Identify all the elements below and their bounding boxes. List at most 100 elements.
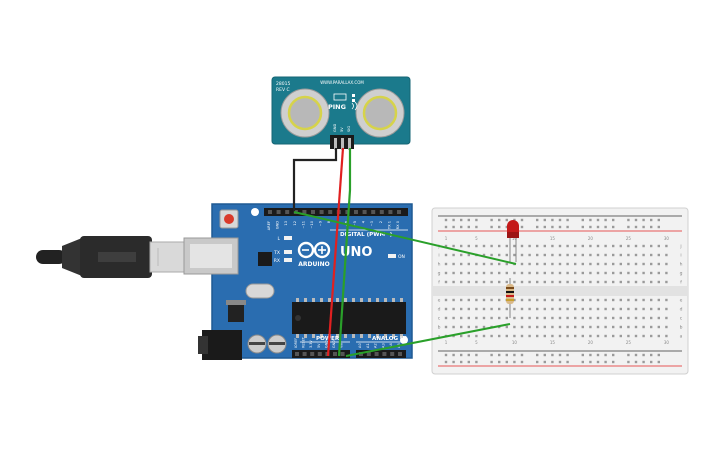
breadboard-hole[interactable]	[634, 280, 638, 284]
breadboard-hole[interactable]	[581, 325, 584, 329]
breadboard-hole[interactable]	[558, 360, 562, 364]
breadboard-hole[interactable]	[498, 334, 501, 338]
breadboard-hole[interactable]	[642, 316, 645, 320]
breadboard-hole[interactable]	[650, 307, 653, 311]
breadboard-hole[interactable]	[612, 307, 615, 311]
breadboard-hole[interactable]	[460, 298, 463, 302]
breadboard-hole[interactable]	[490, 244, 493, 248]
breadboard-hole[interactable]	[589, 316, 592, 320]
breadboard-hole[interactable]	[490, 298, 493, 302]
breadboard-hole[interactable]	[596, 316, 600, 320]
breadboard-hole[interactable]	[619, 253, 622, 257]
breadboard-hole[interactable]	[657, 280, 660, 284]
breadboard-hole[interactable]	[657, 262, 660, 266]
breadboard-hole[interactable]	[604, 325, 607, 329]
breadboard-hole[interactable]	[475, 307, 478, 311]
breadboard-hole[interactable]	[520, 334, 524, 338]
breadboard-hole[interactable]	[581, 218, 584, 222]
breadboard-hole[interactable]	[543, 298, 546, 302]
breadboard-hole[interactable]	[634, 325, 638, 329]
breadboard-hole[interactable]	[581, 244, 584, 248]
breadboard-hole[interactable]	[536, 360, 539, 364]
breadboard-hole[interactable]	[657, 244, 660, 248]
breadboard-hole[interactable]	[581, 316, 584, 320]
breadboard-hole[interactable]	[452, 325, 455, 329]
breadboard-hole[interactable]	[536, 225, 539, 229]
breadboard-hole[interactable]	[520, 353, 524, 357]
breadboard-hole[interactable]	[505, 244, 508, 248]
breadboard-hole[interactable]	[574, 253, 577, 257]
breadboard-hole[interactable]	[475, 298, 478, 302]
breadboard-hole[interactable]	[650, 360, 653, 364]
breadboard-hole[interactable]	[627, 298, 630, 302]
breadboard-hole[interactable]	[460, 316, 463, 320]
breadboard-hole[interactable]	[475, 262, 478, 266]
header-pin[interactable]	[382, 352, 387, 356]
breadboard-hole[interactable]	[536, 334, 539, 338]
breadboard-hole[interactable]	[460, 334, 463, 338]
breadboard-hole[interactable]	[657, 298, 660, 302]
breadboard-hole[interactable]	[574, 307, 577, 311]
breadboard-hole[interactable]	[604, 271, 607, 275]
breadboard-hole[interactable]	[665, 307, 668, 311]
breadboard-hole[interactable]	[520, 225, 524, 229]
breadboard-hole[interactable]	[520, 298, 524, 302]
breadboard-hole[interactable]	[505, 360, 508, 364]
breadboard-hole[interactable]	[452, 253, 455, 257]
breadboard-hole[interactable]	[558, 298, 562, 302]
breadboard-hole[interactable]	[657, 253, 660, 257]
breadboard-hole[interactable]	[513, 353, 516, 357]
breadboard-hole[interactable]	[536, 244, 539, 248]
breadboard-hole[interactable]	[513, 298, 516, 302]
breadboard-hole[interactable]	[520, 218, 524, 222]
reset-button-cap[interactable]	[224, 214, 234, 224]
breadboard-hole[interactable]	[452, 218, 455, 222]
breadboard-hole[interactable]	[665, 325, 668, 329]
header-pin[interactable]	[310, 352, 315, 356]
breadboard-hole[interactable]	[528, 244, 531, 248]
breadboard-hole[interactable]	[650, 253, 653, 257]
breadboard-hole[interactable]	[543, 271, 546, 275]
breadboard-hole[interactable]	[452, 298, 455, 302]
breadboard-hole[interactable]	[490, 225, 493, 229]
breadboard-hole[interactable]	[528, 253, 531, 257]
breadboard-hole[interactable]	[475, 218, 478, 222]
breadboard-hole[interactable]	[612, 244, 615, 248]
breadboard-hole[interactable]	[650, 262, 653, 266]
breadboard-hole[interactable]	[574, 334, 577, 338]
breadboard-hole[interactable]	[604, 262, 607, 266]
breadboard-hole[interactable]	[513, 325, 516, 329]
breadboard-hole[interactable]	[566, 316, 569, 320]
breadboard-hole[interactable]	[452, 225, 455, 229]
breadboard-hole[interactable]	[596, 225, 600, 229]
breadboard-hole[interactable]	[460, 307, 463, 311]
wire-green-led[interactable]	[293, 211, 517, 265]
breadboard-hole[interactable]	[634, 353, 638, 357]
breadboard-hole[interactable]	[619, 280, 622, 284]
breadboard-hole[interactable]	[551, 325, 554, 329]
breadboard-hole[interactable]	[498, 218, 501, 222]
breadboard-hole[interactable]	[612, 262, 615, 266]
breadboard-hole[interactable]	[513, 334, 516, 338]
breadboard-hole[interactable]	[627, 253, 630, 257]
breadboard-hole[interactable]	[604, 225, 607, 229]
breadboard-hole[interactable]	[505, 253, 508, 257]
breadboard-hole[interactable]	[490, 262, 493, 266]
wire-green-gnd[interactable]	[345, 323, 511, 357]
breadboard-hole[interactable]	[475, 360, 478, 364]
breadboard-hole[interactable]	[604, 334, 607, 338]
breadboard-hole[interactable]	[657, 271, 660, 275]
breadboard-hole[interactable]	[596, 271, 600, 275]
breadboard-hole[interactable]	[482, 334, 486, 338]
breadboard-hole[interactable]	[581, 334, 584, 338]
breadboard-hole[interactable]	[490, 253, 493, 257]
breadboard-hole[interactable]	[604, 360, 607, 364]
breadboard-hole[interactable]	[634, 244, 638, 248]
breadboard-hole[interactable]	[467, 334, 470, 338]
breadboard-hole[interactable]	[642, 271, 645, 275]
breadboard-hole[interactable]	[650, 218, 653, 222]
breadboard-hole[interactable]	[596, 334, 600, 338]
breadboard-hole[interactable]	[498, 298, 501, 302]
breadboard-hole[interactable]	[589, 262, 592, 266]
breadboard-hole[interactable]	[574, 271, 577, 275]
